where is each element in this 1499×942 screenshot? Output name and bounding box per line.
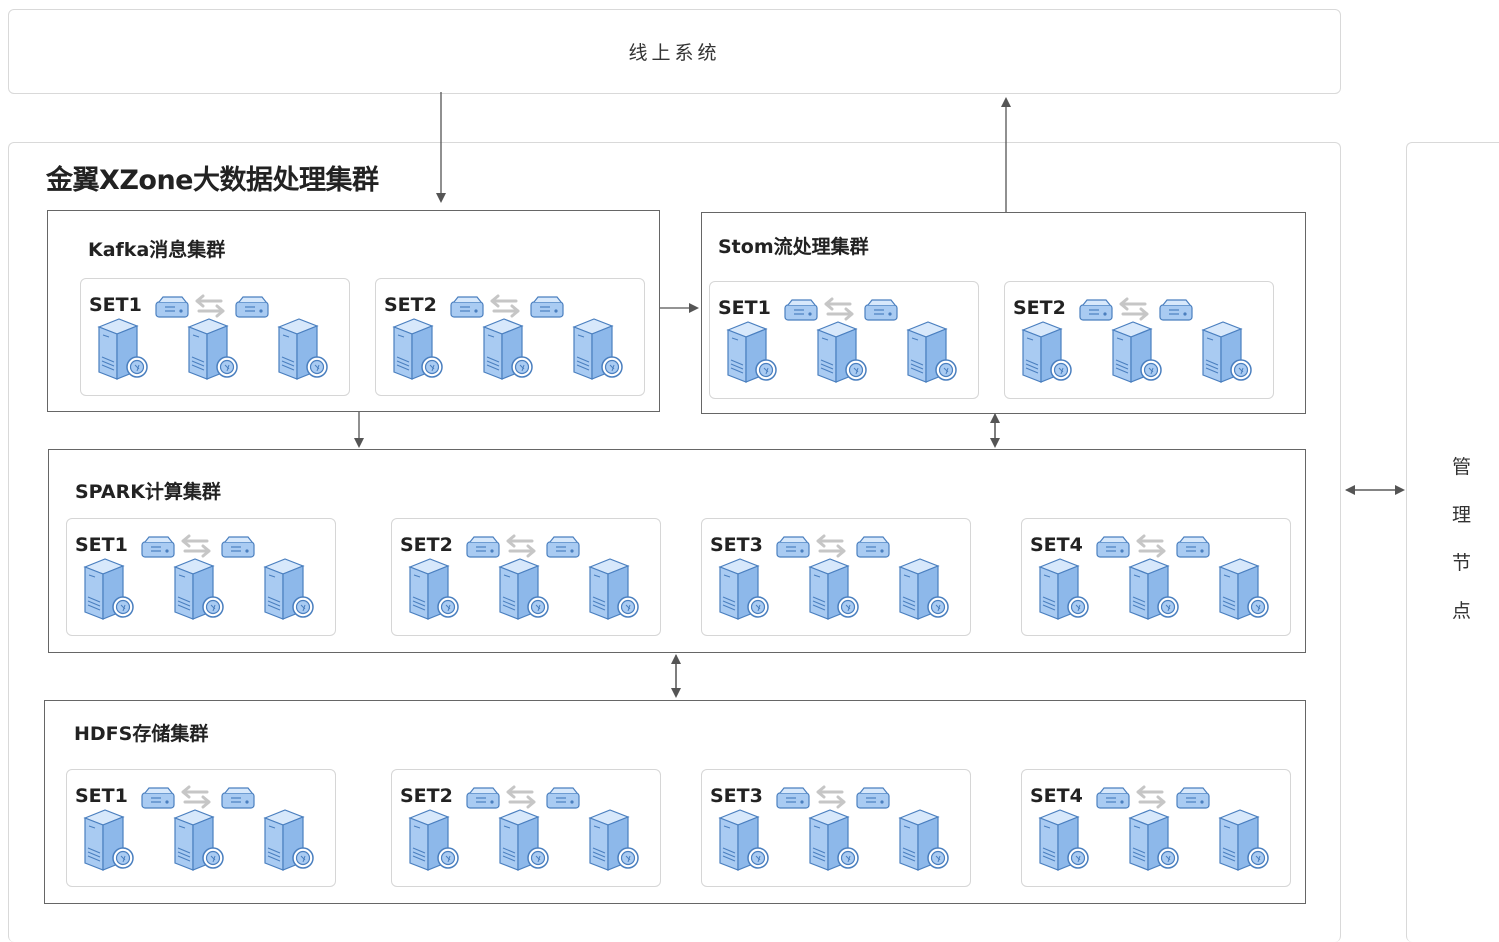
spark-cluster-title: SPARK计算集群 (75, 481, 221, 503)
hdfs-set-4: SET4 (1021, 769, 1291, 887)
spark-set-4: SET4 (1021, 518, 1291, 636)
set-label: SET1 (75, 534, 128, 556)
set-label: SET3 (710, 785, 763, 807)
storm-cluster-title: Stom流处理集群 (718, 236, 869, 258)
set-label: SET2 (1013, 297, 1066, 319)
set-label: SET1 (75, 785, 128, 807)
set-label: SET1 (89, 294, 142, 316)
main-cluster-title: 金翼XZone大数据处理集群 (46, 165, 379, 196)
set-label: SET2 (384, 294, 437, 316)
set-label: SET3 (710, 534, 763, 556)
hdfs-cluster-title: HDFS存储集群 (74, 723, 209, 745)
set-label: SET2 (400, 534, 453, 556)
set-label: SET4 (1030, 785, 1083, 807)
management-node-char: 理 (1452, 504, 1472, 526)
management-node-char: 节 (1452, 552, 1472, 574)
hdfs-set-3: SET3 (701, 769, 971, 887)
spark-set-2: SET2 (391, 518, 661, 636)
main-cluster-container (8, 142, 1341, 942)
set-label: SET4 (1030, 534, 1083, 556)
set-label: SET1 (718, 297, 771, 319)
kafka-cluster-title: Kafka消息集群 (88, 239, 226, 261)
storm-set-1: SET1 (709, 281, 979, 399)
spark-set-3: SET3 (701, 518, 971, 636)
kafka-set-2: SET2 (375, 278, 645, 396)
online-system-label: 线上系统 (628, 42, 721, 64)
kafka-set-1: SET1 (80, 278, 350, 396)
management-node-char: 点 (1452, 600, 1472, 622)
storm-set-2: SET2 (1004, 281, 1274, 399)
spark-set-1: SET1 (66, 518, 336, 636)
online-system-box: 线上系统 (8, 9, 1341, 94)
management-node-char: 管 (1452, 456, 1472, 478)
set-label: SET2 (400, 785, 453, 807)
management-node-box: 管 理 节 点 (1406, 142, 1499, 942)
hdfs-set-2: SET2 (391, 769, 661, 887)
hdfs-set-1: SET1 (66, 769, 336, 887)
